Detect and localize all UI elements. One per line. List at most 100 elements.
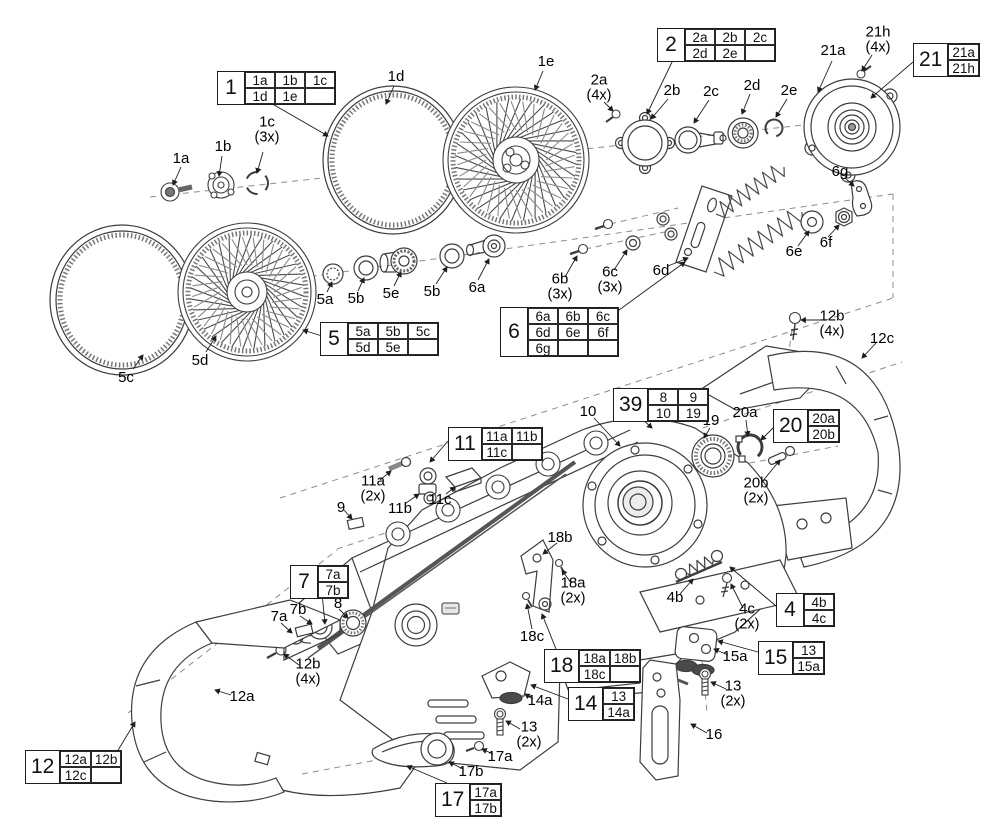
part-1d-ring (322, 85, 464, 235)
ref-box-cell: 12c (60, 767, 91, 783)
callout-1e: 1e (537, 53, 555, 71)
part-16-plate (639, 659, 689, 781)
ref-box-cell: 18b (609, 650, 641, 666)
part-2c-shaft (674, 126, 727, 154)
callout-5e: 5e (382, 285, 400, 303)
ref-box-number: 18 (545, 650, 580, 682)
ref-box-number: 15 (759, 642, 794, 674)
ref-box-cell: 5a (348, 323, 378, 339)
part-19-seal (691, 434, 735, 478)
callout-quantity: (4x) (586, 87, 612, 104)
callout-quantity: (2x) (516, 734, 542, 751)
callout-2e: 2e (780, 82, 798, 100)
part-15a-mount (674, 626, 718, 677)
callout-quantity: (2x) (560, 590, 586, 607)
part-2e-snap-ring (764, 118, 784, 138)
part-6b-bolts (569, 218, 614, 256)
ref-box-cell (511, 444, 542, 460)
callout-5d: 5d (191, 352, 209, 370)
ref-box-number: 4 (777, 594, 804, 626)
ref-box-number: 14 (569, 688, 604, 720)
callout-17b: 17b (458, 763, 484, 781)
callout-12b: 12b(4x) (819, 307, 845, 340)
part-1b-retainer (207, 171, 235, 199)
callout-4c: 4c(2x) (734, 600, 760, 633)
ref-box-number: 20 (774, 410, 809, 442)
callout-6b: 6b(3x) (547, 270, 573, 303)
part-12c-outer-duct (698, 345, 901, 568)
callout-quantity: (4x) (819, 323, 845, 340)
callout-4b: 4b (666, 589, 684, 607)
ref-box-number: 21 (914, 44, 949, 76)
callout-21a: 21a (820, 42, 846, 60)
callout-10: 10 (579, 403, 597, 421)
ref-box-cell (558, 340, 588, 356)
ref-box-cell: 21a (948, 44, 979, 60)
callout-1c: 1c(3x) (254, 113, 280, 146)
ref-box-cell: 19 (678, 405, 709, 421)
callout-6e: 6e (785, 243, 803, 261)
callout-2a: 2a(4x) (586, 71, 612, 104)
callout-quantity: (3x) (254, 129, 280, 146)
part-20a-clamp (735, 433, 764, 463)
callout-1d: 1d (387, 68, 405, 86)
callout-2b: 2b (663, 82, 681, 100)
callout-6a: 6a (468, 279, 486, 297)
part-5d-fan-wheel (177, 222, 317, 362)
ref-box-cell: 2c (745, 29, 775, 45)
ref-box-cell: 4b (804, 594, 834, 610)
callout-2d: 2d (743, 77, 761, 95)
part-2d-cup (727, 117, 759, 149)
part-6d-spring-plate (675, 185, 733, 273)
ref-box-cell: 6c (588, 308, 618, 324)
ref-box-cell: 20a (808, 410, 839, 426)
callout-2c: 2c (703, 83, 719, 101)
callout-8: 8 (333, 595, 343, 613)
ref-box-cell: 2e (715, 45, 745, 61)
ref-box-number: 5 (321, 323, 348, 355)
ref-box-number: 7 (291, 566, 318, 598)
part-6a-bolt (465, 234, 506, 258)
ref-box-number: 2 (658, 29, 685, 61)
ref-box-cell: 6f (588, 324, 618, 340)
callout-1a: 1a (172, 150, 190, 168)
part-13-bolt-right (698, 667, 712, 696)
ref-box-cell: 9 (678, 389, 709, 405)
callout-20a: 20a (732, 404, 758, 422)
callout-9: 9 (336, 499, 346, 517)
ref-box-cell: 7b (318, 582, 348, 598)
part-11a-pin (388, 456, 412, 472)
callout-quantity: (2x) (743, 490, 769, 507)
ref-box-number: 6 (501, 308, 528, 356)
ref-box-cell: 2b (715, 29, 745, 45)
ref-box-number: 17 (436, 784, 471, 816)
ref-box-cell: 17a (470, 784, 501, 800)
callout-15a: 15a (722, 648, 748, 666)
part-10-rollers (385, 430, 609, 547)
callout-18a: 18a(2x) (560, 574, 586, 607)
ref-box-cell: 2d (685, 45, 715, 61)
part-6e-washer (800, 210, 824, 234)
part-6d-springs (713, 165, 803, 277)
ref-box-cell: 1c (305, 72, 335, 88)
part-1c-clip (245, 171, 269, 195)
part-5b-washer-1 (353, 255, 379, 281)
ref-box-cell: 6a (528, 308, 558, 324)
callout-6g: 6g (831, 163, 849, 181)
callout-1b: 1b (214, 138, 232, 156)
callout-18c: 18c (519, 628, 545, 646)
ref-box-cell (90, 767, 122, 783)
callout-5a: 5a (316, 291, 334, 309)
callout-17a: 17a (487, 748, 513, 766)
callout-11c: 11c (428, 491, 452, 509)
ref-box-number: 1 (218, 72, 245, 104)
callout-quantity: (3x) (547, 286, 573, 303)
part-4b-tensioner (674, 549, 724, 584)
callout-12b: 12b(4x) (295, 655, 321, 688)
ref-box-cell: 10 (648, 405, 679, 421)
